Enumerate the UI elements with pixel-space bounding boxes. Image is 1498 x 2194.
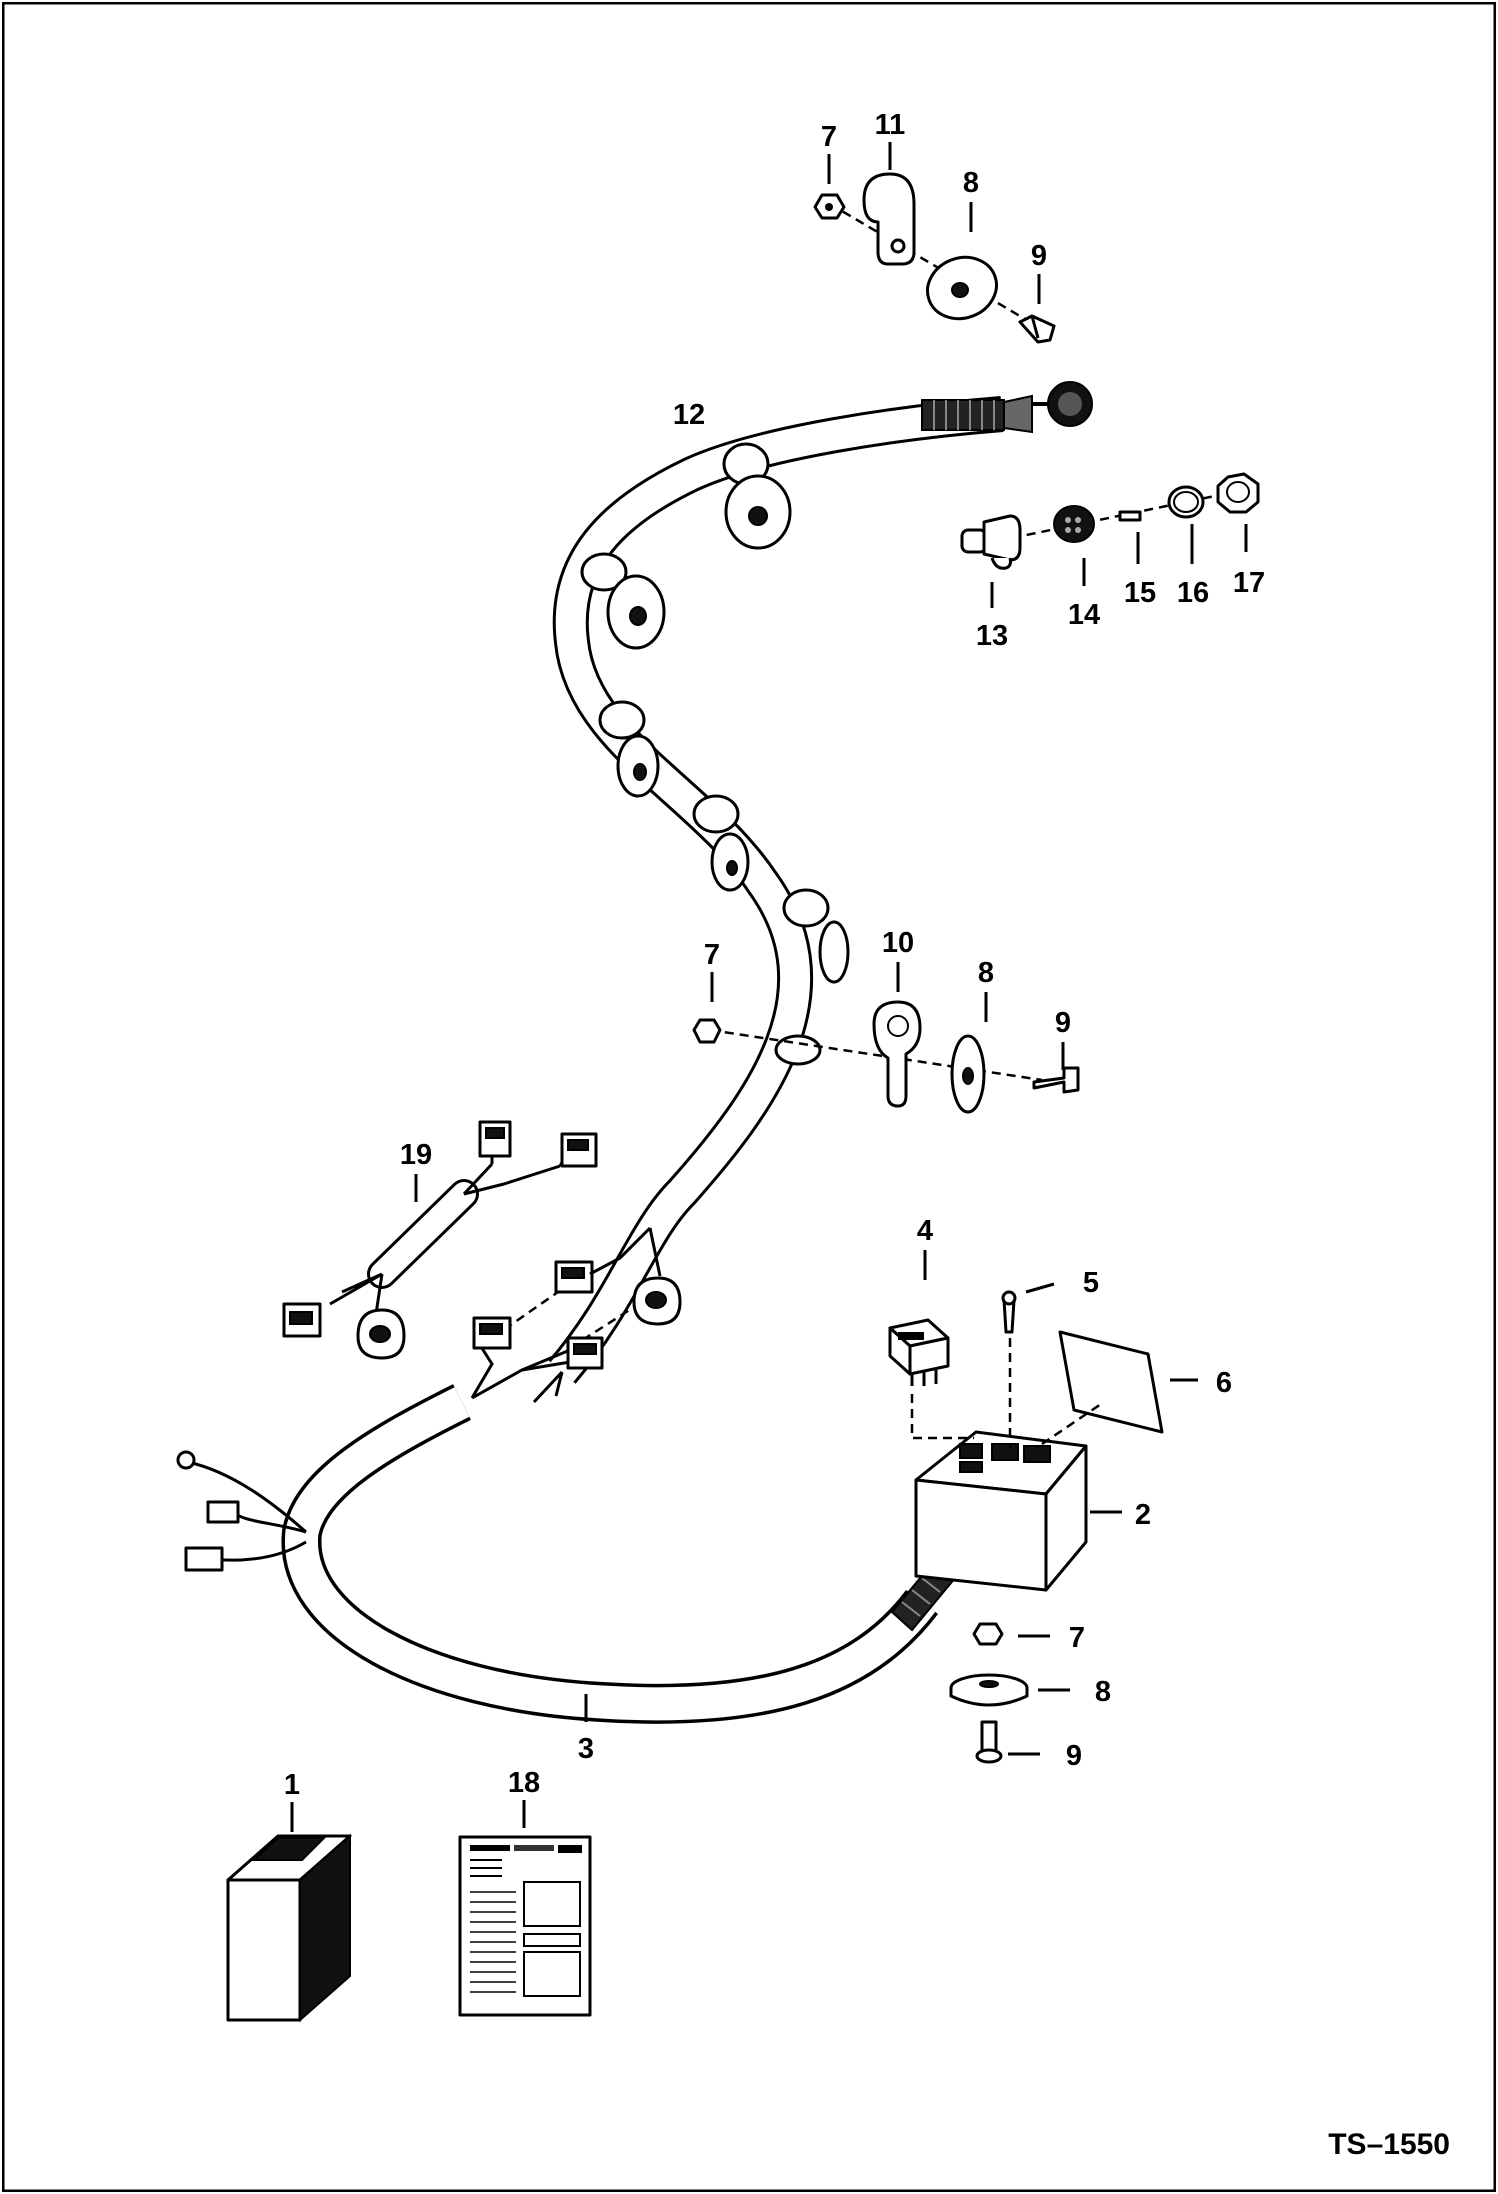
cap-17 (1216, 472, 1260, 514)
connector-14 (1053, 505, 1095, 543)
harness-19-connector-d (356, 1308, 406, 1360)
callout-19: 19 (400, 1139, 432, 1171)
callout-7-top: 7 (821, 121, 837, 153)
bolt-9-box (975, 1720, 1003, 1764)
rocker-switch-4 (888, 1318, 950, 1386)
callout-14: 14 (1068, 599, 1100, 631)
callout-10: 10 (882, 927, 914, 959)
callout-1: 1 (284, 1769, 300, 1801)
control-box-2 (914, 1430, 1088, 1592)
bolt-9-mid (1032, 1066, 1080, 1094)
harness-12-connector-b (632, 1276, 682, 1326)
callout-12: 12 (673, 399, 705, 431)
decal-6 (1058, 1330, 1164, 1434)
kit-box-1 (226, 1802, 352, 2023)
harness-19 (282, 1120, 598, 1360)
washer-8-mid (950, 1034, 986, 1114)
bolt-9-top (1018, 314, 1056, 344)
pin-5 (1001, 1290, 1017, 1334)
harness-19-connector-c (282, 1302, 322, 1338)
nut-7-top (813, 193, 846, 220)
connector-group-13-17 (960, 472, 1260, 608)
nut-7-box (972, 1622, 1004, 1646)
callout-11: 11 (875, 109, 906, 141)
figure-id: TS–1550 (1328, 2128, 1450, 2161)
clamp-11 (862, 172, 916, 266)
harness-3-connector-a (472, 1316, 512, 1350)
pin-15 (1118, 510, 1142, 522)
seal-16 (1167, 485, 1205, 519)
clamp-10 (872, 1000, 922, 1108)
washer-8-top (926, 255, 998, 321)
manual-18 (458, 1800, 592, 2017)
callout-6: 6 (1216, 1367, 1232, 1399)
connector-13 (960, 514, 1022, 570)
harness-19-connector-b (560, 1132, 598, 1168)
callout-4: 4 (917, 1215, 933, 1247)
callout-7-mid: 7 (704, 939, 720, 971)
ring-terminal (176, 1450, 196, 1470)
callout-15: 15 (1124, 577, 1156, 609)
callout-7-box: 7 (1069, 1622, 1085, 1654)
pigtail-connector-b (184, 1546, 224, 1572)
middle-clamp-fastener-group (692, 962, 1080, 1114)
pigtail-connector-a (206, 1500, 240, 1524)
callout-3: 3 (578, 1733, 594, 1765)
harness-3-connector-b (566, 1336, 604, 1370)
callout-16: 16 (1177, 577, 1209, 609)
harness-12-connector-a (554, 1260, 594, 1294)
callout-9-mid: 9 (1055, 1007, 1071, 1039)
callout-8-box: 8 (1095, 1676, 1111, 1708)
harness-12 (548, 381, 1093, 1384)
callout-17: 17 (1233, 567, 1265, 599)
callout-13: 13 (976, 620, 1008, 652)
callout-9-top: 9 (1031, 240, 1047, 272)
callout-5: 5 (1083, 1267, 1099, 1299)
harness-19-connector-a (478, 1120, 512, 1158)
callout-8-top: 8 (963, 167, 979, 199)
harness-12-clamps (580, 442, 850, 1066)
washer-8-box (949, 1673, 1029, 1707)
top-clamp-fastener-group (813, 142, 1056, 344)
callout-9-box: 9 (1066, 1740, 1082, 1772)
callout-8-mid: 8 (978, 957, 994, 989)
callout-2: 2 (1135, 1499, 1151, 1531)
callout-18: 18 (508, 1767, 540, 1799)
nut-7-mid (692, 1018, 722, 1044)
control-box-assembly (888, 1250, 1198, 1764)
harness-12-corrugated-end (921, 381, 1093, 434)
